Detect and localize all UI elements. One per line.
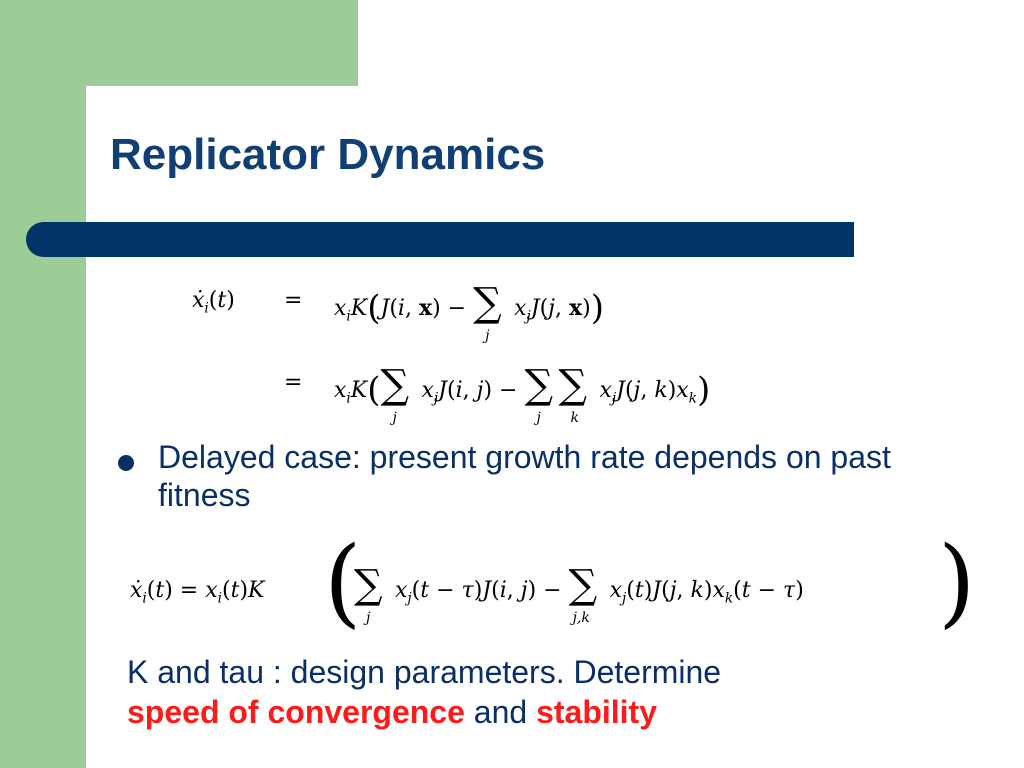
rounded-content-corner	[86, 86, 226, 226]
equation-1: ẋi(t) = xiK(J(i, x) − ∑j xjJ(j, x))	[192, 280, 604, 344]
top-accent-block	[86, 0, 358, 86]
bullet-text: Delayed case: present growth rate depend…	[158, 439, 891, 513]
left-accent-bar	[0, 0, 86, 768]
equation-3: ẋi(t) = xi(t)K ( ∑j xj(t − τ)J(i, j) − ∑…	[130, 526, 976, 638]
slide-title: Replicator Dynamics	[110, 130, 546, 179]
closing-joiner: and	[473, 694, 528, 730]
closing-line-1: K and tau : design parameters. Determine	[127, 654, 722, 690]
emphasis-convergence: speed of convergence	[127, 694, 465, 730]
closing-text: K and tau : design parameters. Determine…	[127, 652, 721, 732]
bullet-dot-icon	[118, 455, 134, 471]
closing-line-2: speed of convergence and stability	[127, 692, 721, 732]
equation-2: = xiK(∑j xjJ(i, j) − ∑j∑k xjJ(j, k)xk)	[284, 362, 711, 426]
emphasis-stability: stability	[536, 694, 657, 730]
title-divider-bar	[26, 222, 854, 257]
